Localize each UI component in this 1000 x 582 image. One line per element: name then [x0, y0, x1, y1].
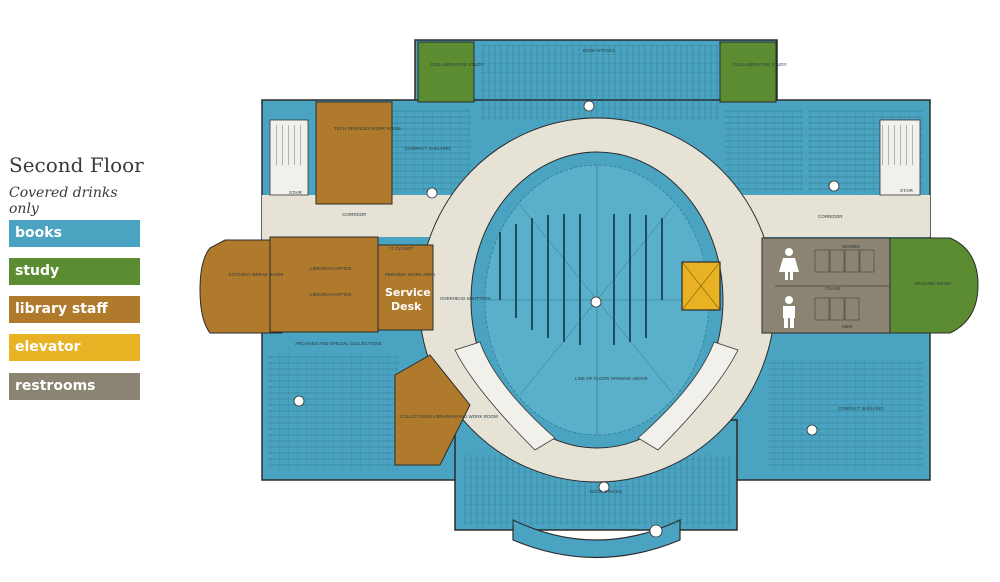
service-desk-label-line1: Service: [385, 286, 431, 299]
service-desk-label-line2: Desk: [391, 300, 422, 313]
label-women: WOMEN: [842, 244, 860, 249]
label-overhead-shutters: OVERHEAD SHUTTERS: [440, 296, 491, 301]
floor-plan: BOOK STACKS COLLABORATIVE STUDY COLLABOR…: [185, 30, 1000, 582]
label-kitchen: KITCHEN / BREAK ROOM: [229, 272, 283, 277]
label-corridor-right: CORRIDOR: [818, 214, 843, 219]
label-periodic-work: PERIODIC WORK AREA: [385, 272, 435, 277]
label-line-of-floor: LINE OF FLOOR OPENING ABOVE: [575, 376, 648, 381]
label-chase: CHASE: [825, 286, 841, 291]
floor-title: Second Floor: [9, 153, 144, 177]
legend-books: books: [9, 220, 140, 247]
label-corridor-left: CORRIDOR: [342, 212, 367, 217]
grid-markers: [293, 100, 840, 538]
label-librarian-office-1: LIBRARIAN OFFICE: [310, 266, 352, 271]
label-archives: ARCHIVES AND SPECIAL COLLECTIONS: [295, 341, 382, 346]
label-librarian-office-2: LIBRARIAN OFFICE: [310, 292, 352, 297]
women-restroom-icon: [779, 248, 799, 280]
label-collab-left: COLLABORATIVE STUDY: [430, 62, 484, 67]
label-compact-shelving: COMPACT SHELVING: [405, 146, 451, 151]
label-collections-librarian: COLLECTIONS LIBRARIAN AND WORK ROOM: [400, 414, 498, 419]
legend-elevator: elevator: [9, 334, 140, 361]
label-stair-left: STAIR: [289, 190, 303, 195]
legend-label-library-staff: library staff: [15, 301, 108, 317]
label-book-stacks-top: BOOK STACKS: [583, 48, 615, 53]
men-restroom-icon: [783, 296, 795, 328]
label-men: MEN: [842, 324, 852, 329]
legend-label-study: study: [15, 263, 60, 279]
legend-label-restrooms: restrooms: [15, 378, 96, 394]
label-collab-right: COLLABORATIVE STUDY: [733, 62, 787, 67]
label-tech-services: TECH SERVICES WORK ROOM: [334, 126, 401, 131]
map-legend: Second Floor Covered drinks only books s…: [0, 0, 150, 582]
elevator-cross: [681, 261, 721, 311]
label-reading-room: READING ROOM: [915, 281, 951, 286]
label-stair-right: STAIR: [900, 188, 914, 193]
corridors: [262, 195, 930, 332]
study-zones: [417, 41, 979, 334]
library-staff-zones: [199, 101, 471, 466]
legend-label-elevator: elevator: [15, 339, 81, 355]
label-closet: IT CLOSET: [390, 246, 413, 251]
floor-plan-svg: BOOK STACKS COLLABORATIVE STUDY COLLABOR…: [199, 39, 979, 559]
book-stacks-texture: [268, 45, 923, 525]
room-labels: BOOK STACKS COLLABORATIVE STUDY COLLABOR…: [229, 48, 951, 494]
floor-subtitle: Covered drinks only: [9, 185, 118, 217]
legend-library-staff: library staff: [9, 296, 140, 323]
legend-study: study: [9, 258, 140, 285]
legend-label-books: books: [15, 225, 62, 241]
label-compact-shelving-right: COMPACT SHELVING: [838, 406, 884, 411]
legend-restrooms: restrooms: [9, 373, 140, 400]
stairs: [269, 119, 921, 451]
label-book-stacks-bottom: BOOK STACKS: [590, 489, 622, 494]
